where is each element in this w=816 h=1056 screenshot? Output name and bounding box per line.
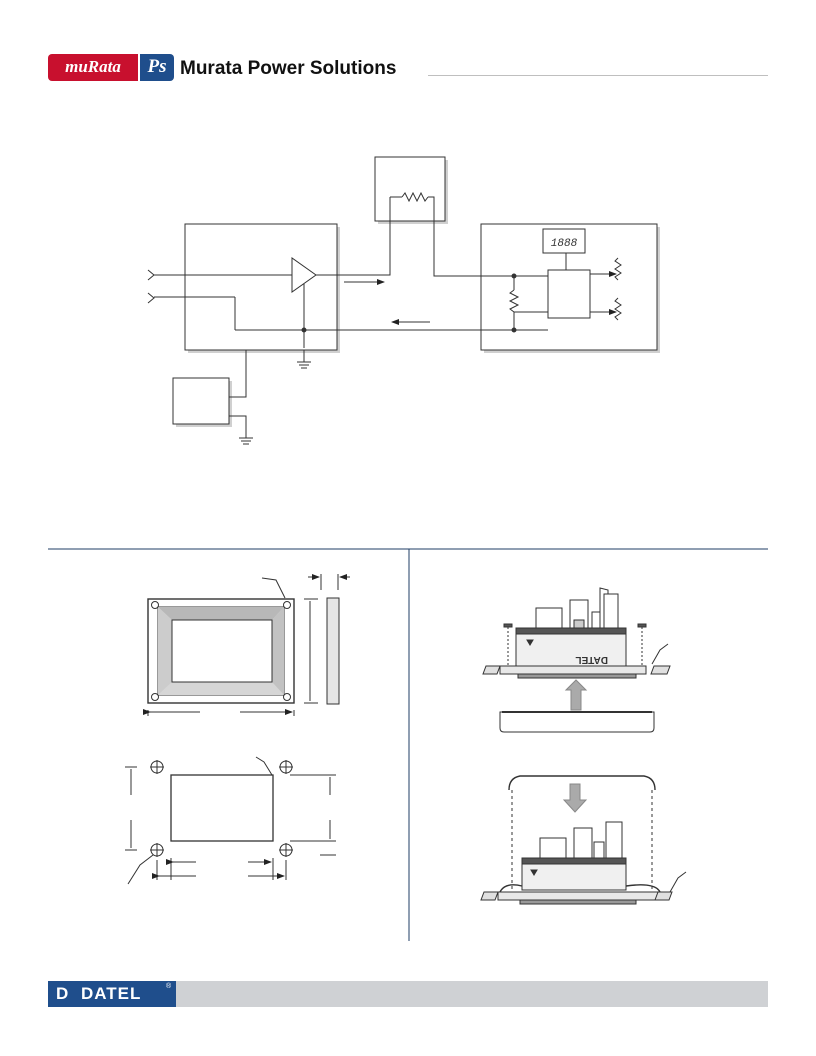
- ps-logo-text: Ps: [147, 56, 167, 77]
- registered-mark: ®: [166, 983, 172, 990]
- page-title: Murata Power Solutions: [180, 58, 397, 79]
- amplifier-box: [184, 223, 338, 351]
- datel-logo: D DATEL ®: [48, 981, 176, 1007]
- panel-meter-readout: 1888: [551, 238, 578, 250]
- meter-processor: [547, 269, 591, 319]
- murata-logo: muRata: [48, 54, 138, 81]
- trim-pot-1: [614, 257, 622, 281]
- sensor-resistor: [401, 191, 429, 203]
- power-solutions-logo: Ps: [140, 54, 174, 81]
- sensor-box: [374, 156, 446, 222]
- bezel-front-view: [143, 574, 350, 716]
- display-window: [542, 228, 586, 254]
- shunt-resistor: [508, 289, 520, 313]
- bezel-cover: [508, 775, 656, 791]
- murata-logo-text: muRata: [65, 57, 121, 76]
- datel-logo-mark: D: [56, 984, 69, 1003]
- panel-cutout-view: [125, 756, 336, 885]
- header-rule: [428, 75, 768, 76]
- input-terminal-2: [147, 292, 155, 304]
- svg-text:DATEL: DATEL: [575, 654, 608, 665]
- input-terminal-1: [147, 269, 155, 281]
- datel-logo-text: DATEL: [81, 984, 142, 1003]
- bezel-part: [499, 711, 655, 733]
- block-diagram: [147, 156, 660, 445]
- mounting-step-1: DATEL: [482, 587, 671, 733]
- amplifier-symbol: [291, 257, 317, 293]
- supply-box: [172, 377, 230, 425]
- mounting-step-2: [480, 775, 687, 905]
